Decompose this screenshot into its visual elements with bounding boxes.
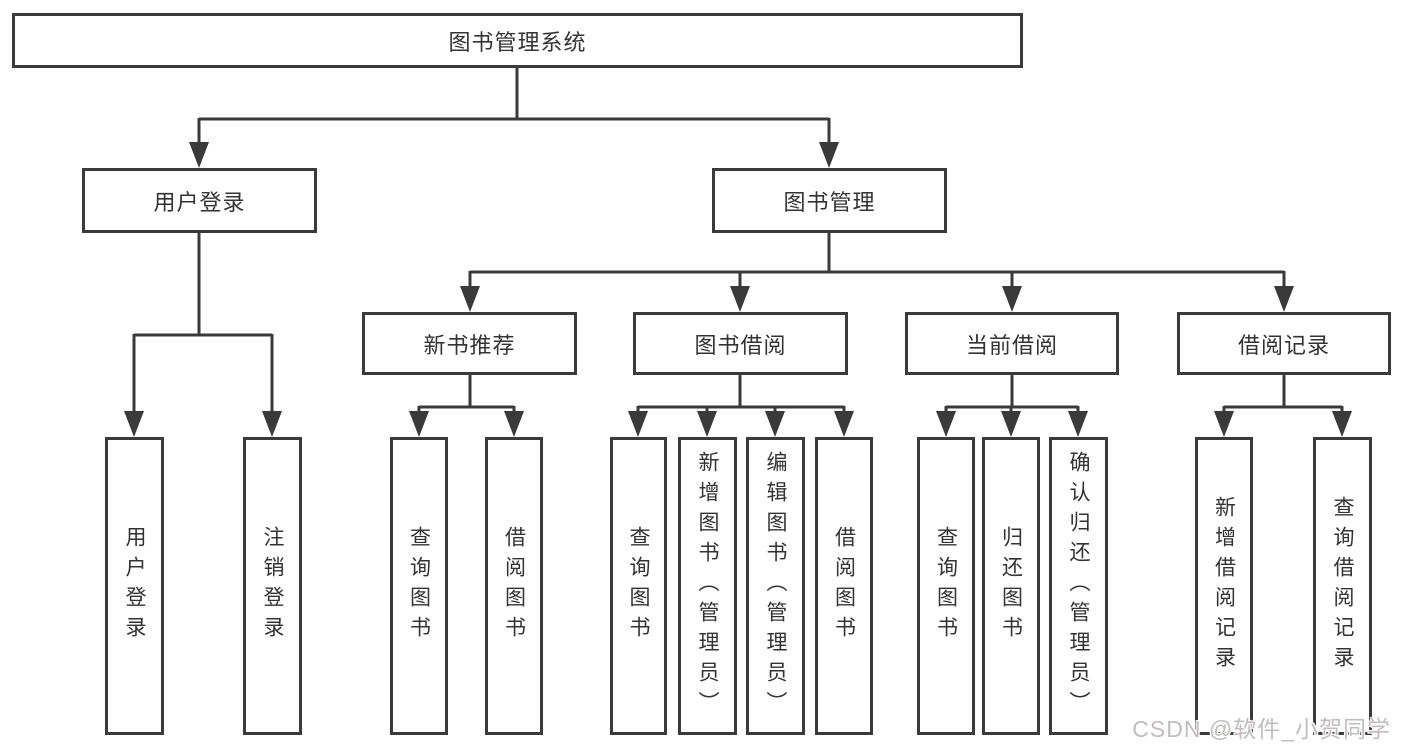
leaf-user-login: 用户登录	[105, 437, 164, 735]
leaf-label: 查询图书	[407, 526, 431, 646]
leaf-label: 用户登录	[123, 526, 146, 646]
node-new-book-recommend: 新书推荐	[362, 312, 577, 375]
leaf-label: 归还图书	[999, 526, 1023, 646]
arrowhead	[730, 286, 750, 312]
leaf-confirm-return-admin: 确认归还（管理员）	[1049, 437, 1108, 735]
leaf-label: 查询图书	[627, 526, 650, 646]
arrowhead	[189, 142, 209, 168]
arrowhead	[765, 411, 785, 437]
node-label: 图书借阅	[694, 332, 787, 358]
arrowhead	[504, 411, 524, 437]
leaf-label: 确认归还（管理员）	[1067, 451, 1090, 721]
node-label: 图书管理	[783, 189, 876, 215]
arrowhead	[1001, 411, 1021, 437]
connector-book-borrow	[628, 375, 854, 437]
leaf-label: 新增借阅记录	[1212, 496, 1236, 676]
arrowhead	[936, 411, 956, 437]
leaf-add-books-admin: 新增图书（管理员）	[678, 437, 737, 735]
leaf-label: 借阅图书	[832, 526, 856, 646]
leaf-borrow-books: 借阅图书	[815, 437, 873, 735]
node-label: 新书推荐	[423, 332, 516, 358]
node-book-borrow: 图书借阅	[633, 312, 848, 375]
arrowhead	[834, 411, 854, 437]
leaf-label: 注销登录	[261, 526, 284, 646]
leaf-add-borrow-record: 新增借阅记录	[1195, 437, 1253, 735]
csdn-watermark: CSDN @软件_小贺同学	[1132, 716, 1391, 742]
arrowhead	[628, 411, 648, 437]
arrowhead	[262, 411, 282, 437]
node-book-management: 图书管理	[712, 168, 947, 233]
leaf-label: 查询图书	[934, 526, 958, 646]
node-label: 借阅记录	[1237, 332, 1330, 358]
leaf-return-books: 归还图书	[982, 437, 1040, 735]
node-borrow-records: 借阅记录	[1177, 312, 1391, 375]
connector-user-login-branch	[124, 233, 282, 437]
connector-current-borrow	[936, 375, 1088, 437]
node-user-login-branch: 用户登录	[82, 168, 317, 233]
leaf-query-borrow-record: 查询借阅记录	[1313, 437, 1372, 735]
connector-root-to-level2	[189, 68, 839, 168]
arrowhead	[124, 411, 144, 437]
leaf-borrow-books-recommend: 借阅图书	[485, 437, 543, 735]
arrowhead	[409, 411, 429, 437]
leaf-logout: 注销登录	[243, 437, 302, 735]
connector-borrow-records	[1214, 375, 1352, 437]
arrowhead	[819, 142, 839, 168]
arrowhead	[1068, 411, 1088, 437]
leaf-query-books-borrow: 查询图书	[610, 437, 667, 735]
arrowhead	[1332, 411, 1352, 437]
leaf-label: 编辑图书（管理员）	[764, 451, 787, 721]
node-library-management-system: 图书管理系统	[12, 13, 1023, 68]
leaf-label: 查询借阅记录	[1331, 496, 1354, 676]
node-label: 当前借阅	[965, 332, 1058, 358]
node-current-borrow: 当前借阅	[905, 312, 1119, 375]
connector-new-book-recommend	[409, 375, 524, 437]
connector-book-management-to-level3	[460, 233, 1294, 312]
leaf-label: 借阅图书	[502, 526, 526, 646]
leaf-query-books-recommend: 查询图书	[390, 437, 448, 735]
node-label: 图书管理系统	[448, 29, 587, 55]
node-label: 用户登录	[153, 189, 246, 215]
arrowhead	[1274, 286, 1294, 312]
leaf-label: 新增图书（管理员）	[696, 451, 719, 721]
leaf-query-books-current: 查询图书	[917, 437, 975, 735]
arrowhead	[1002, 286, 1022, 312]
arrowhead	[697, 411, 717, 437]
leaf-edit-books-admin: 编辑图书（管理员）	[746, 437, 805, 735]
arrowhead	[1214, 411, 1234, 437]
arrowhead	[460, 286, 480, 312]
